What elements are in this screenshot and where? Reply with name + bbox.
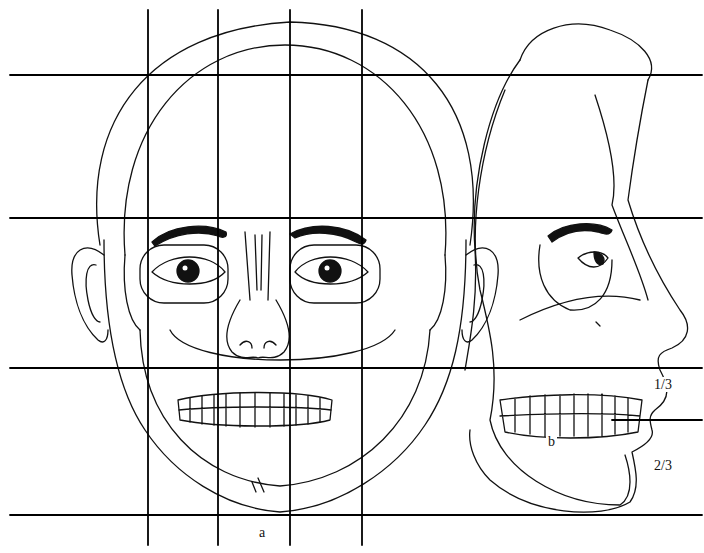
view-letter: a bbox=[257, 525, 267, 540]
eye-left bbox=[152, 257, 225, 284]
ear-left-inner bbox=[86, 265, 100, 322]
teeth-front bbox=[178, 393, 332, 427]
proportion-label: 1/3 bbox=[652, 377, 674, 392]
chin-mark bbox=[252, 478, 264, 492]
eye-right bbox=[295, 257, 368, 284]
nostrils bbox=[240, 341, 276, 348]
profile-eyebrow bbox=[548, 224, 612, 242]
profile-skull bbox=[475, 90, 648, 505]
profile-zygoma bbox=[520, 296, 640, 320]
ear-left bbox=[72, 248, 108, 342]
profile-nostril bbox=[596, 322, 600, 326]
nose bbox=[227, 300, 289, 358]
nasal-bones bbox=[245, 232, 270, 300]
hair-outline bbox=[97, 22, 474, 245]
profile-teeth bbox=[500, 394, 642, 438]
eyebrow-right bbox=[290, 226, 366, 244]
ear-right bbox=[462, 248, 498, 342]
iris-left bbox=[177, 260, 199, 282]
profile-eye bbox=[578, 252, 608, 267]
profile-face bbox=[470, 80, 688, 512]
proportion-label: 2/3 bbox=[652, 458, 674, 473]
pupil-right-glint bbox=[325, 266, 330, 271]
zygoma-right bbox=[430, 255, 446, 330]
profile-iris bbox=[594, 252, 604, 265]
orbit-right bbox=[290, 245, 380, 303]
zygoma-left bbox=[124, 255, 140, 330]
iris-right bbox=[319, 260, 341, 282]
mandible bbox=[140, 330, 430, 486]
profile-hair bbox=[520, 24, 652, 80]
pupil-left-glint bbox=[183, 266, 188, 271]
profile-head bbox=[465, 60, 520, 370]
eyebrow-left bbox=[152, 226, 226, 246]
orbit-left bbox=[140, 245, 228, 303]
head-outline bbox=[104, 240, 466, 512]
skull-outline bbox=[124, 45, 446, 255]
grid-lines bbox=[10, 10, 702, 545]
view-letter: b bbox=[546, 434, 557, 449]
teeth-lines bbox=[179, 393, 331, 427]
profile-orbit bbox=[539, 245, 612, 310]
